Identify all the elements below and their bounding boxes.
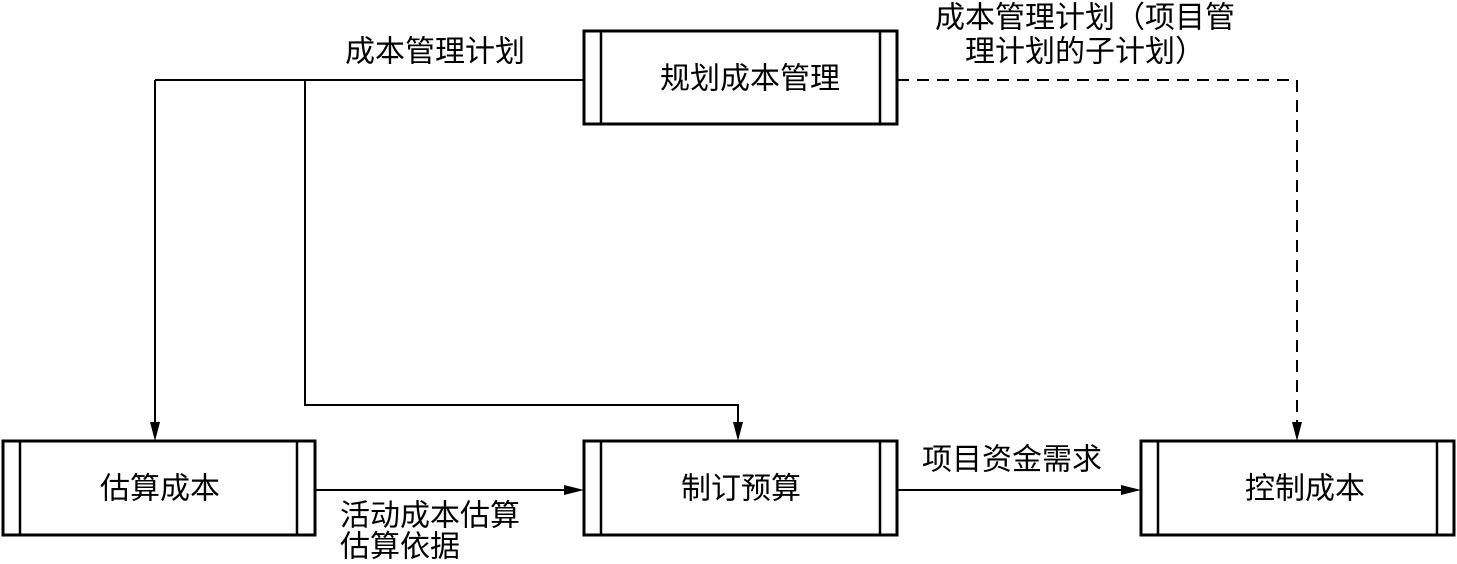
process-estimate-box bbox=[1, 439, 317, 537]
process-budget-label: 制订预算 bbox=[681, 472, 801, 507]
flow-estimate-to-budget: 活动成本估算 估算依据 bbox=[315, 485, 584, 564]
arrowhead-into-budget-top bbox=[733, 422, 743, 441]
arrowhead-into-control-left bbox=[1121, 485, 1141, 495]
arrowhead-into-budget-left bbox=[564, 485, 584, 495]
arrowhead-into-estimate bbox=[150, 422, 160, 441]
flow-label-basis-of-estimates: 估算依据 bbox=[340, 530, 460, 564]
process-estimate-label: 估算成本 bbox=[100, 472, 220, 507]
process-plan-cost-management: 规划成本管理 bbox=[582, 29, 899, 126]
flow-label-plan-to-control-line2: 理计划的子计划） bbox=[965, 35, 1205, 70]
flow-budget-to-control: 项目资金需求 bbox=[897, 443, 1141, 495]
flow-plan-to-control: 成本管理计划（项目管 理计划的子计划） bbox=[897, 1, 1302, 441]
process-estimate-costs: 估算成本 bbox=[1, 439, 317, 537]
flow-label-project-funding-requirements: 项目资金需求 bbox=[922, 443, 1102, 478]
process-plan-box bbox=[582, 29, 899, 126]
flow-plan-to-estimate-and-budget: 成本管理计划 bbox=[150, 35, 743, 441]
process-determine-budget: 制订预算 bbox=[582, 439, 899, 537]
process-control-box bbox=[1139, 439, 1456, 537]
arrowhead-into-control-top bbox=[1292, 422, 1302, 441]
flow-plan-to-control-dashed-path bbox=[897, 79, 1298, 426]
process-control-label: 控制成本 bbox=[1245, 472, 1365, 507]
flow-label-cost-management-plan: 成本管理计划 bbox=[345, 35, 525, 70]
flow-plan-to-budget-path bbox=[304, 80, 739, 426]
process-budget-box bbox=[582, 439, 899, 537]
process-control-costs: 控制成本 bbox=[1139, 439, 1456, 537]
flow-label-plan-to-control-line1: 成本管理计划（项目管 bbox=[935, 1, 1235, 36]
process-plan-label: 规划成本管理 bbox=[660, 62, 840, 97]
flow-label-activity-cost-estimates: 活动成本估算 bbox=[340, 499, 520, 534]
